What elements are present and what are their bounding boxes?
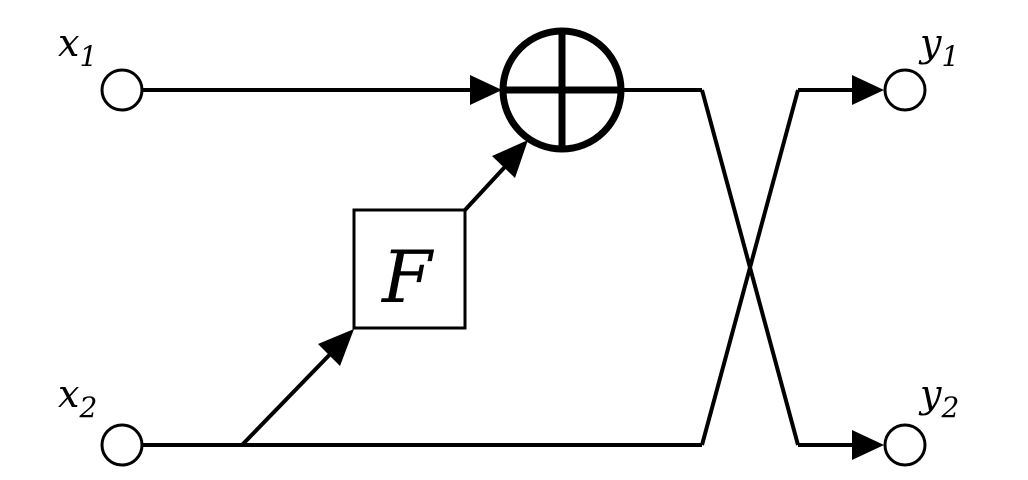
function-block-f — [352, 208, 467, 330]
input-label-x2-sub: 2 — [78, 391, 97, 424]
arrowhead-into-adder-bottom — [492, 140, 528, 178]
arrowhead-into-f — [318, 329, 354, 366]
output-label-y2-main: y — [918, 372, 942, 416]
output-label-y2: y2 — [918, 372, 959, 424]
arrowhead-into-y1 — [852, 75, 884, 105]
input-port-x1 — [100, 68, 144, 112]
wire-cross-bottom-to-top — [700, 89, 800, 446]
input-label-x1-main: x — [58, 21, 79, 65]
output-port-y2 — [883, 423, 927, 467]
function-block-label: F — [380, 235, 435, 319]
output-label-y1: y1 — [918, 21, 959, 73]
output-label-y1-main: y — [918, 21, 942, 65]
input-label-x1: x1 — [58, 21, 97, 73]
output-label-y2-sub: 2 — [940, 391, 959, 424]
output-label-y1-sub: 1 — [941, 40, 959, 73]
output-port-y1 — [883, 68, 927, 112]
input-port-x2 — [100, 423, 144, 467]
wire-x2-to-f — [240, 342, 342, 447]
arrowhead-into-y2 — [852, 430, 884, 460]
input-label-x1-sub: 1 — [79, 40, 97, 73]
input-label-x2-main: x — [58, 372, 79, 416]
input-label-x2: x2 — [58, 372, 97, 424]
arrowhead-into-adder-left — [470, 75, 502, 105]
